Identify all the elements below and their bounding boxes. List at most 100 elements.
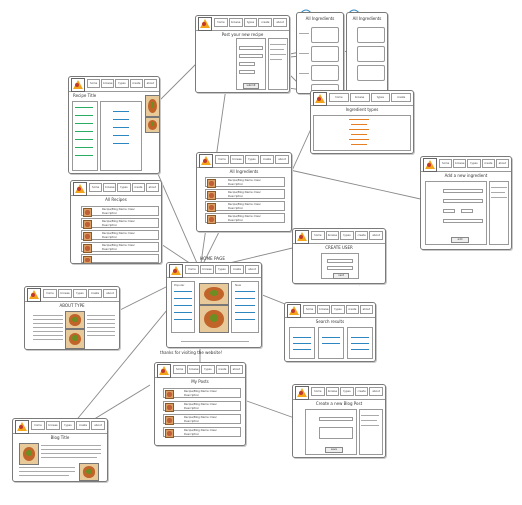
new-link[interactable] [235, 298, 255, 299]
submit-button[interactable]: submit [243, 83, 259, 89]
nav-home[interactable]: home [303, 305, 317, 314]
type-link[interactable] [349, 119, 369, 120]
nav-home[interactable]: home [214, 18, 228, 27]
picker-card[interactable] [357, 27, 385, 43]
type-link[interactable] [351, 124, 367, 125]
body-input[interactable] [319, 427, 353, 439]
result-link[interactable] [293, 343, 311, 344]
popular-link[interactable] [174, 298, 192, 299]
desc-input[interactable] [239, 54, 263, 58]
title-input[interactable] [319, 417, 353, 421]
username-input[interactable] [327, 259, 353, 263]
type-link[interactable] [349, 129, 369, 130]
nav-home[interactable]: home [87, 79, 101, 88]
nav-about[interactable]: about [275, 155, 289, 164]
nav-about[interactable]: about [91, 421, 105, 430]
result-link[interactable] [322, 337, 340, 338]
nav-about[interactable]: about [273, 18, 287, 27]
nav-create[interactable]: create [354, 231, 369, 240]
ingredient-link[interactable] [75, 131, 93, 132]
popular-link[interactable] [174, 312, 192, 313]
unit-input[interactable] [443, 209, 455, 213]
new-link[interactable] [235, 312, 255, 313]
nav-create[interactable]: create [215, 365, 229, 374]
nav-home[interactable]: home [173, 365, 187, 374]
nav-types[interactable]: types [73, 289, 87, 298]
popular-link[interactable] [174, 291, 192, 292]
step-link[interactable] [113, 135, 129, 136]
ingredient-link[interactable] [75, 139, 93, 140]
nav-types[interactable]: types [331, 305, 345, 314]
nav-home[interactable]: home [185, 265, 199, 274]
type-link[interactable] [351, 144, 367, 145]
nav-browse[interactable]: browse [349, 93, 370, 102]
ingredient-link[interactable] [75, 115, 93, 116]
nav-about[interactable]: about [245, 265, 259, 274]
nav-home[interactable]: home [43, 289, 57, 298]
nav-browse[interactable]: browse [228, 18, 243, 27]
nav-types[interactable]: types [370, 93, 391, 102]
nav-browse[interactable]: browse [46, 421, 60, 430]
result-link[interactable] [351, 343, 369, 344]
ingredient-link[interactable] [75, 107, 93, 108]
nav-create[interactable]: create [131, 183, 145, 192]
nav-home[interactable]: home [31, 421, 45, 430]
result-link[interactable] [351, 349, 369, 350]
type-link[interactable] [351, 134, 367, 135]
ingredient-link[interactable] [75, 147, 93, 148]
nav-types[interactable]: types [467, 159, 481, 168]
nav-browse[interactable]: browse [101, 79, 115, 88]
qty-input[interactable] [239, 70, 255, 74]
new-link[interactable] [235, 291, 255, 292]
new-link[interactable] [235, 319, 255, 320]
nav-create[interactable]: create [345, 305, 359, 314]
nav-types[interactable]: types [340, 231, 354, 240]
nav-create[interactable]: create [258, 18, 273, 27]
picker-card[interactable] [311, 27, 339, 43]
next-button[interactable]: next [333, 273, 349, 279]
nav-create[interactable]: create [481, 159, 495, 168]
amount-input[interactable] [461, 209, 473, 213]
ingredient-link[interactable] [75, 123, 93, 124]
result-link[interactable] [322, 343, 340, 344]
nav-browse[interactable]: browse [325, 231, 340, 240]
nav-browse[interactable]: browse [58, 289, 72, 298]
nav-about[interactable]: about [369, 231, 383, 240]
nav-home[interactable]: home [215, 155, 229, 164]
nav-types[interactable]: types [117, 183, 131, 192]
popular-link[interactable] [174, 305, 192, 306]
name-input[interactable] [443, 189, 483, 193]
nav-create[interactable]: create [391, 93, 411, 102]
nav-create[interactable]: create [354, 387, 369, 396]
nav-about[interactable]: about [143, 79, 158, 88]
type-input[interactable] [443, 219, 483, 223]
nav-create[interactable]: create [88, 289, 102, 298]
picker-card[interactable] [357, 65, 385, 81]
step-link[interactable] [113, 111, 129, 112]
list-item[interactable] [81, 254, 159, 263]
nav-home[interactable]: home [439, 159, 453, 168]
nav-browse[interactable]: browse [187, 365, 201, 374]
nav-types[interactable]: types [215, 265, 229, 274]
nav-about[interactable]: about [145, 183, 160, 192]
step-link[interactable] [113, 127, 129, 128]
step-link[interactable] [113, 119, 129, 120]
nav-browse[interactable]: browse [453, 159, 467, 168]
nav-create[interactable]: create [230, 265, 244, 274]
picker-card[interactable] [357, 46, 385, 62]
popular-link[interactable] [174, 319, 192, 320]
nav-home[interactable]: home [311, 387, 325, 396]
nav-home[interactable]: home [311, 231, 325, 240]
result-link[interactable] [293, 337, 311, 338]
nav-browse[interactable]: browse [103, 183, 117, 192]
step-link[interactable] [113, 143, 129, 144]
